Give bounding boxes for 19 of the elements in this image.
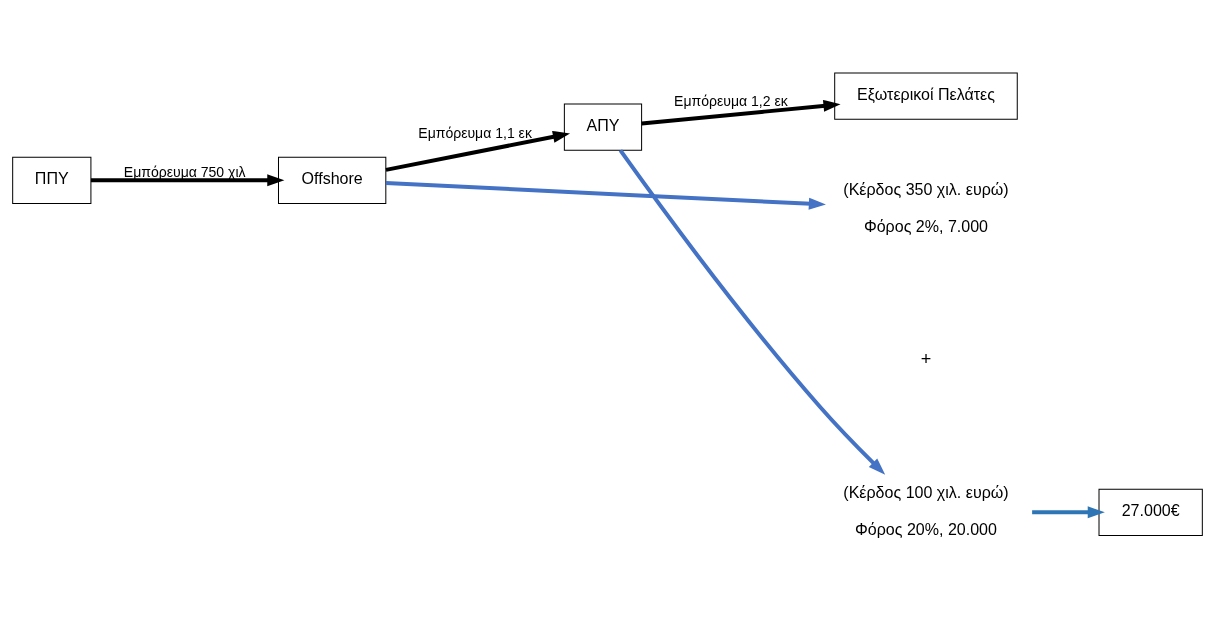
edge-label: Εμπόρευμα 1,2 εκ xyxy=(674,93,788,110)
node-label: Φόρος 20%, 20.000 xyxy=(855,519,997,538)
node-box: 27.000€ xyxy=(1098,488,1203,536)
arrow xyxy=(385,130,570,172)
node-box: ΑΠΥ xyxy=(563,103,643,151)
node-box: Εξωτερικοί Πελάτες xyxy=(834,72,1018,120)
node-label: Φόρος 2%, 7.000 xyxy=(863,216,989,235)
arrow xyxy=(641,99,841,126)
node-box: Offshore xyxy=(278,156,387,204)
arrow xyxy=(385,180,826,210)
arrow xyxy=(618,149,886,475)
label: + xyxy=(920,349,932,370)
edge-label: Εμπόρευμα 1,1 εκ xyxy=(418,125,532,142)
edge-label: Εμπόρευμα 750 χιλ xyxy=(123,163,246,180)
node-text: (Κέρδος 350 χιλ. ευρώ) xyxy=(843,179,1009,198)
node-text: (Κέρδος 100 χιλ. ευρώ) xyxy=(843,482,1009,501)
arrow xyxy=(1032,506,1105,519)
node-box: ΠΠΥ xyxy=(12,156,92,204)
arrow xyxy=(90,174,285,187)
